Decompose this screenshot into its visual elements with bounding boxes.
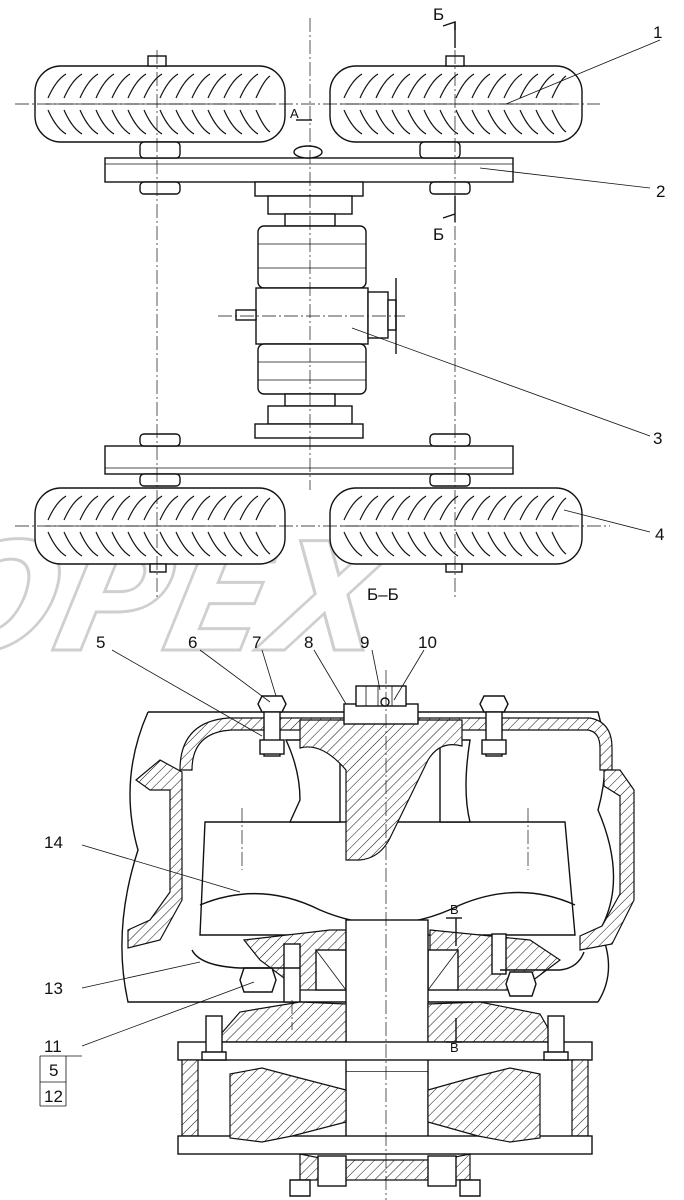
centerlines-section <box>241 670 529 1200</box>
callout-13: 13 <box>44 979 63 998</box>
central-hub <box>299 685 463 861</box>
callout-1: 1 <box>653 23 662 42</box>
top-left-wheel <box>34 55 286 143</box>
section-a-label: A <box>290 106 299 121</box>
section-b-marks <box>296 21 456 222</box>
callout-3: 3 <box>653 429 662 448</box>
rotor-body <box>199 739 576 936</box>
bottom-right-wheel <box>329 487 583 573</box>
callout-7: 7 <box>252 633 261 652</box>
bom-row-11: 11 <box>44 1037 62 1056</box>
bottom-frame-plate <box>104 433 514 487</box>
callout-9: 9 <box>360 633 369 652</box>
section-b-label-bottom: Б <box>433 225 444 244</box>
bottom-left-wheel <box>34 487 286 573</box>
callout-10: 10 <box>418 633 437 652</box>
top-right-wheel <box>329 55 583 143</box>
callout-14: 14 <box>44 833 63 852</box>
callout-4: 4 <box>655 525 664 544</box>
callout-2: 2 <box>656 182 665 201</box>
lower-bearing-housing <box>191 929 585 1003</box>
bom-row-5: 5 <box>49 1061 58 1080</box>
section-v-label-top: B <box>450 902 459 917</box>
main-shaft <box>345 919 429 1151</box>
callout-8: 8 <box>304 633 313 652</box>
callout-6: 6 <box>188 633 197 652</box>
section-b-label-top: Б <box>433 5 444 24</box>
top-frame-plate <box>104 141 514 195</box>
bom-row-12: 12 <box>44 1087 63 1106</box>
base-gearbox <box>177 1001 593 1197</box>
top-bolts <box>257 695 509 757</box>
bom-callout-box: 11 5 12 <box>39 1037 82 1107</box>
section-v-label-bottom: B <box>450 1040 459 1055</box>
section-bb-title: Б–Б <box>367 585 399 604</box>
column-assembly <box>235 181 397 439</box>
leader-lines <box>81 39 661 1047</box>
section-v-marks <box>446 917 462 1043</box>
centerlines-top-view <box>15 18 610 600</box>
callout-5: 5 <box>96 633 105 652</box>
